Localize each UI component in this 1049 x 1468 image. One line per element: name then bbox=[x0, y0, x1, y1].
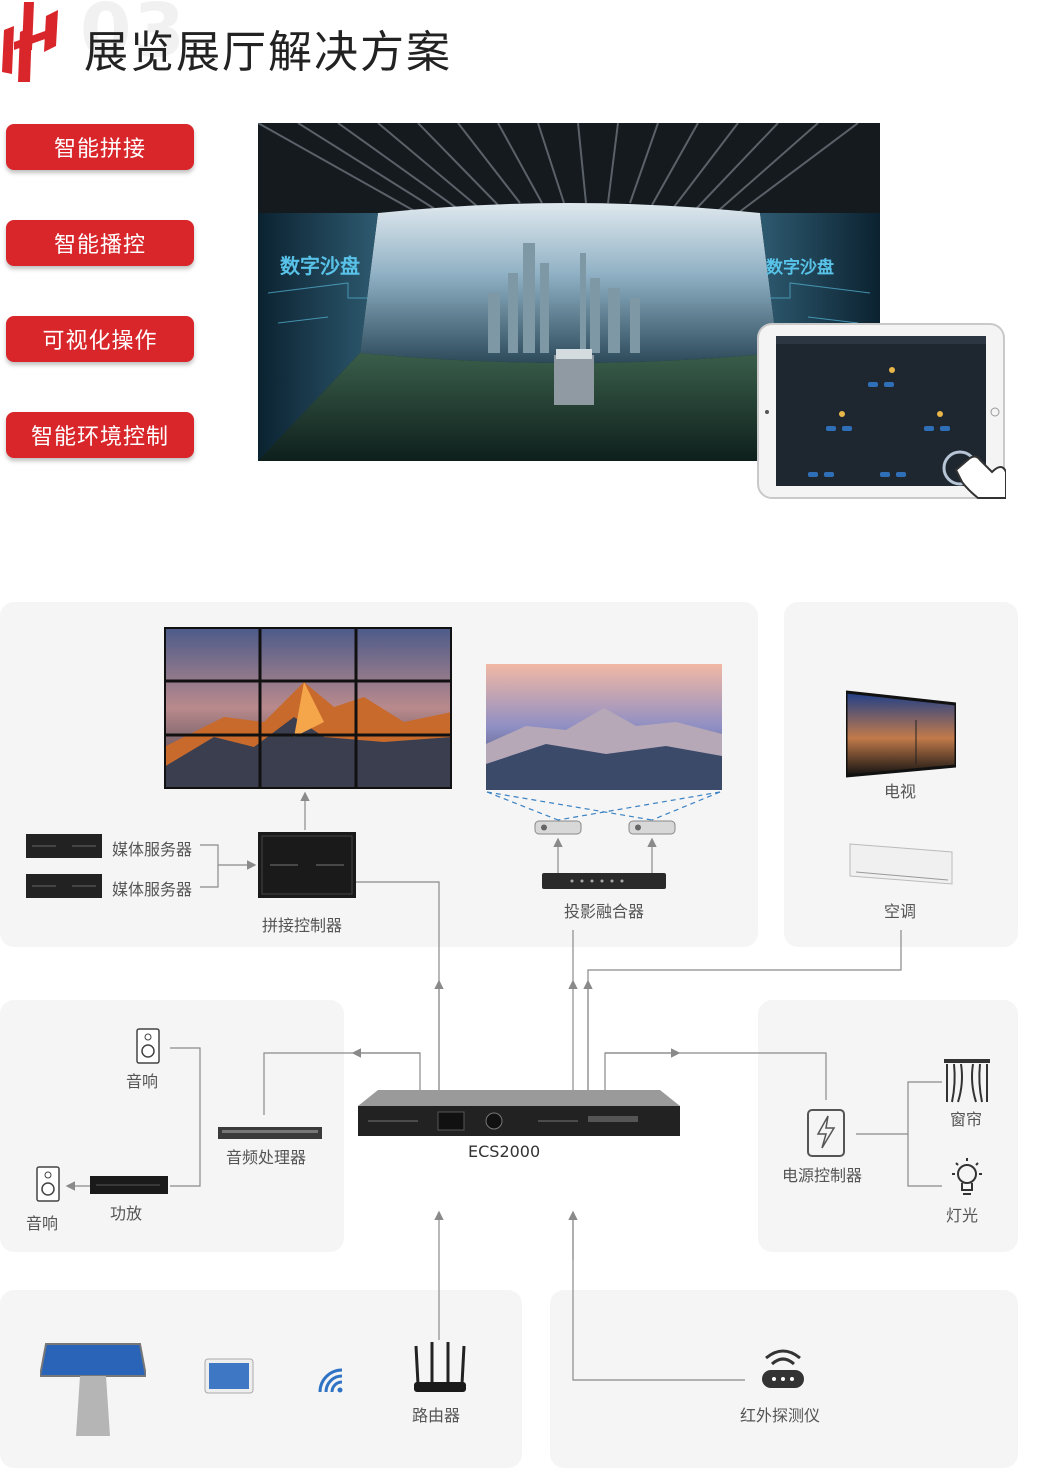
ecs2000-label: ECS2000 bbox=[468, 1142, 541, 1161]
media-server-icon bbox=[26, 874, 102, 898]
router-icon bbox=[414, 1342, 466, 1392]
wifi-icon bbox=[318, 1368, 343, 1393]
projector-icon bbox=[628, 820, 676, 835]
curtain-icon bbox=[944, 1059, 990, 1103]
feature-pill-smart-playback: 智能播控 bbox=[6, 220, 194, 266]
splice-controller-icon bbox=[258, 832, 356, 898]
projection-screen-image bbox=[486, 664, 722, 790]
audio-processor-icon bbox=[218, 1127, 322, 1139]
power-controller-icon bbox=[807, 1109, 845, 1157]
hero-left-caption: 数字沙盘 bbox=[280, 254, 360, 278]
brand-logo-icon bbox=[2, 2, 58, 82]
infrared-detector-label: 红外探测仪 bbox=[740, 1406, 821, 1425]
touch-hand-icon bbox=[942, 450, 1006, 499]
speaker-icon bbox=[136, 1028, 160, 1064]
tv-icon bbox=[846, 690, 956, 778]
tablet-icon bbox=[204, 1358, 254, 1394]
audio-panel bbox=[0, 1000, 344, 1252]
media-server-label-2: 媒体服务器 bbox=[112, 880, 193, 899]
light-label: 灯光 bbox=[946, 1206, 979, 1225]
projector-icon bbox=[534, 820, 582, 835]
power-controller-label: 电源控制器 bbox=[782, 1166, 863, 1185]
media-server-label-1: 媒体服务器 bbox=[112, 840, 193, 859]
amplifier-label: 功放 bbox=[110, 1204, 143, 1223]
feature-pill-environment-control: 智能环境控制 bbox=[6, 412, 194, 458]
appliance-panel bbox=[784, 602, 1018, 947]
curtain-label: 窗帘 bbox=[950, 1110, 983, 1129]
ecs2000-central-controller-icon bbox=[358, 1090, 680, 1136]
feature-pill-visual-operation: 可视化操作 bbox=[6, 316, 194, 362]
speaker-icon bbox=[36, 1166, 60, 1202]
tv-label: 电视 bbox=[884, 782, 917, 801]
touch-kiosk-icon bbox=[40, 1343, 146, 1436]
hero-right-caption: 数字沙盘 bbox=[766, 257, 834, 278]
tablet-control-image bbox=[757, 323, 1006, 499]
media-server-icon bbox=[26, 834, 102, 858]
air-conditioner-icon bbox=[849, 843, 953, 885]
video-wall-image bbox=[164, 627, 452, 789]
section-number: 03 bbox=[80, 0, 187, 74]
speaker-bottom-label: 音响 bbox=[26, 1214, 59, 1233]
air-conditioner-label: 空调 bbox=[884, 902, 917, 921]
projection-fuser-label: 投影融合器 bbox=[564, 902, 645, 921]
digital-sandbox-hero-image: 数字沙盘 数字沙盘 bbox=[258, 123, 880, 461]
feature-pill-smart-splicing: 智能拼接 bbox=[6, 124, 194, 170]
infrared-detector-icon bbox=[762, 1349, 804, 1388]
amplifier-icon bbox=[90, 1176, 168, 1194]
splice-controller-label: 拼接控制器 bbox=[262, 916, 343, 935]
audio-processor-label: 音频处理器 bbox=[226, 1148, 307, 1167]
page-title: 展览展厅解决方案 bbox=[84, 27, 452, 78]
power-panel bbox=[758, 1000, 1018, 1252]
speaker-top-label: 音响 bbox=[126, 1072, 159, 1091]
light-bulb-icon bbox=[952, 1158, 982, 1195]
router-label: 路由器 bbox=[412, 1406, 461, 1425]
projection-fuser-icon bbox=[542, 873, 666, 889]
